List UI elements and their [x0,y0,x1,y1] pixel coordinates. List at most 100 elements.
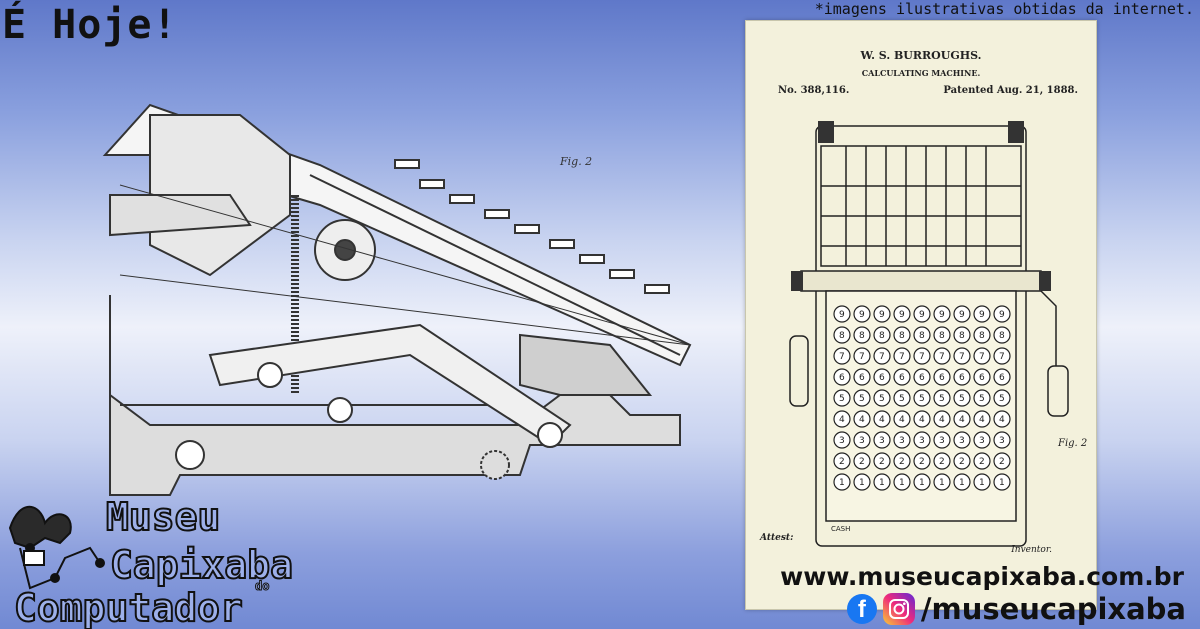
calc-key [973,410,991,428]
calc-key-digit: 4 [999,415,1005,425]
calc-key-digit: 2 [839,457,845,467]
calc-key [993,452,1011,470]
calc-key [833,326,851,344]
calc-key-digit: 4 [979,415,985,425]
calc-key [913,410,931,428]
calc-key [993,347,1011,365]
patent-attest: Attest: [760,533,794,543]
calc-key [893,452,911,470]
calc-key-digit: 5 [859,394,865,404]
calc-key-digit: 8 [839,331,845,341]
logo-line-museu: Museu [106,495,220,539]
calc-key-digit: 4 [899,415,905,425]
calc-key-digit: 2 [939,457,945,467]
calc-key [973,347,991,365]
patent-figure-label: Fig. 2 [1057,438,1087,449]
calc-key-digit: 1 [979,478,985,488]
calc-key-digit: 6 [879,373,885,383]
patent-inventor: W. S. BURROUGHS. [860,49,982,62]
calc-key-digit: 9 [859,310,865,320]
calc-key [953,410,971,428]
patent-sheet: W. S. BURROUGHS. CALCULATING MACHINE. No… [745,20,1097,610]
calc-key [833,347,851,365]
calc-key-digit: 1 [879,478,885,488]
calc-key [873,326,891,344]
calc-key [973,326,991,344]
calc-key [913,347,931,365]
calc-key [873,368,891,386]
calc-key [853,368,871,386]
calc-key-digit: 8 [919,331,925,341]
calc-key [973,389,991,407]
calc-key [833,452,851,470]
calc-key [993,326,1011,344]
calc-key-digit: 1 [839,478,845,488]
calc-key-digit: 3 [899,436,905,446]
calc-key-digit: 6 [859,373,865,383]
instagram-icon[interactable] [882,593,915,625]
disclaimer: *imagens ilustrativas obtidas da interne… [814,0,1194,18]
calc-key [853,452,871,470]
calc-key [873,452,891,470]
calc-key [833,410,851,428]
calc-key [933,326,951,344]
calc-key [853,389,871,407]
calc-key-digit: 7 [919,352,925,362]
calc-key [873,410,891,428]
calc-key [953,452,971,470]
social-row: f /museucapixaba [846,590,1186,628]
facebook-icon[interactable]: f [846,594,877,624]
calc-key [993,368,1011,386]
calc-key-digit: 2 [879,457,885,467]
calc-key-digit: 7 [899,352,905,362]
calc-key [933,389,951,407]
calc-key-digit: 8 [859,331,865,341]
calc-key-digit: 5 [839,394,845,404]
calc-key-digit: 2 [979,457,985,467]
patent-date: Patented Aug. 21, 1888. [943,85,1078,96]
calc-key-digit: 7 [999,352,1005,362]
calc-key [913,452,931,470]
calc-key [953,326,971,344]
calc-key [933,473,951,491]
calc-key [873,347,891,365]
calc-key [833,431,851,449]
calc-key-digit: 6 [839,373,845,383]
calc-key-digit: 4 [839,415,845,425]
calc-key [893,326,911,344]
calc-key [853,326,871,344]
calc-key-digit: 4 [879,415,885,425]
calc-key-digit: 9 [839,310,845,320]
calc-key [913,305,931,323]
calc-key [973,452,991,470]
calc-key [893,431,911,449]
calc-key [913,431,931,449]
calc-key [893,410,911,428]
calc-key [993,473,1011,491]
calc-key [853,305,871,323]
calc-key [913,473,931,491]
calc-key-digit: 5 [999,394,1005,404]
calc-key-digit: 5 [959,394,965,404]
calc-key [973,368,991,386]
calc-key [833,473,851,491]
calc-key-digit: 1 [959,478,965,488]
calc-key-digit: 5 [919,394,925,404]
calc-key-digit: 3 [999,436,1005,446]
calc-key-digit: 1 [939,478,945,488]
calc-key-digit: 5 [979,394,985,404]
calc-key [973,305,991,323]
website-url[interactable]: www.museucapixaba.com.br [780,562,1184,591]
machine-side-drawing: Fig. 2 [102,103,692,496]
social-handle[interactable]: /museucapixaba [920,592,1186,626]
calc-key [953,431,971,449]
calc-key-digit: 3 [959,436,965,446]
calc-key-digit: 9 [999,310,1005,320]
calc-key-digit: 8 [899,331,905,341]
calc-key [893,473,911,491]
calc-key-digit: 7 [879,352,885,362]
logo-line-do: do [255,579,269,593]
calc-key-digit: 6 [919,373,925,383]
calc-key-digit: 3 [879,436,885,446]
calc-key-digit: 4 [919,415,925,425]
